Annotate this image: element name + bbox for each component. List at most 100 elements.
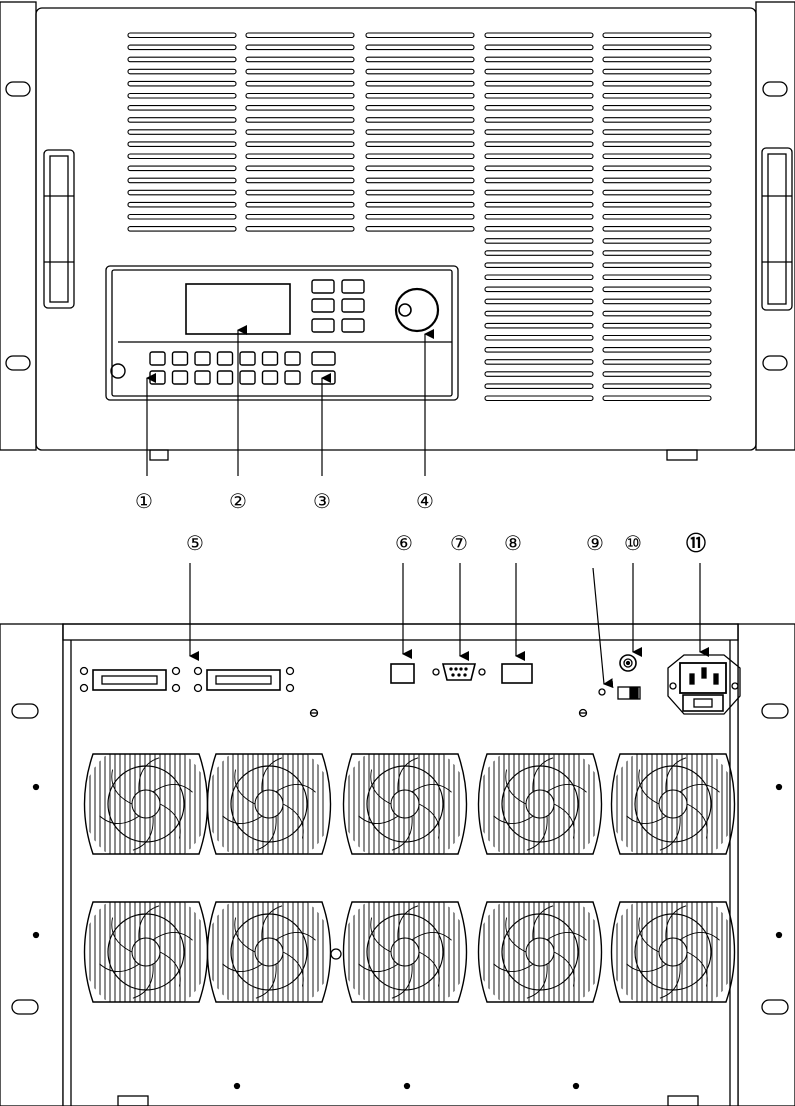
vent-slot: [245, 153, 355, 160]
vent-slot: [484, 141, 594, 147]
vent-slot: [602, 201, 712, 208]
callout-3: ③: [313, 489, 331, 513]
vent-slot: [484, 213, 594, 220]
vent-slot: [602, 189, 712, 196]
vent-slot: [127, 177, 237, 184]
vent-slot: [365, 201, 475, 208]
key[interactable]: [171, 351, 189, 366]
vent-slot: [127, 213, 237, 220]
vent-slot: [602, 371, 712, 377]
rear-left-top-slot: [11, 703, 39, 719]
rear-view: [0, 623, 795, 1106]
key[interactable]: [239, 370, 256, 385]
voltage-selector-switch[interactable]: [617, 686, 641, 700]
rear-callout-leaders: [189, 563, 709, 689]
function-keypad: [311, 279, 365, 333]
key[interactable]: [341, 279, 365, 294]
vent-slot: [602, 177, 712, 184]
rs232-port[interactable]: [432, 663, 486, 681]
vent-slot: [484, 201, 594, 208]
key[interactable]: [284, 351, 301, 366]
key[interactable]: [311, 318, 335, 333]
vent-slot: [484, 129, 594, 135]
vent-slot: [484, 32, 594, 39]
front-right-handle: [761, 147, 793, 311]
vent-slot: [484, 310, 594, 317]
callout-8: ⑧: [504, 531, 522, 555]
vent-slot: [365, 189, 475, 196]
parallel-connector-right[interactable]: [193, 666, 295, 693]
vent-slot: [127, 129, 237, 135]
ac-power-inlet[interactable]: [667, 654, 741, 715]
rear-screw: [32, 783, 40, 791]
vent-slot: [484, 165, 594, 172]
vent-slot: [602, 153, 712, 160]
vent-slot: [365, 44, 475, 51]
key[interactable]: [311, 351, 336, 366]
front-callout-leaders: [146, 325, 434, 476]
power-button[interactable]: [110, 363, 126, 379]
usb-port[interactable]: [390, 663, 415, 684]
vent-slot: [365, 68, 475, 75]
vent-slot: [602, 334, 712, 341]
cooling-fan: [206, 753, 332, 855]
vent-slot: [484, 105, 594, 111]
vent-slot: [365, 141, 475, 147]
key[interactable]: [284, 370, 301, 385]
vent-slot: [602, 238, 712, 244]
cooling-fan: [83, 753, 209, 855]
vent-slot: [365, 92, 475, 99]
key[interactable]: [216, 351, 234, 366]
trigger-bnc[interactable]: [619, 654, 637, 672]
key[interactable]: [261, 370, 279, 385]
key[interactable]: [311, 298, 335, 313]
vent-slot: [602, 250, 712, 256]
key[interactable]: [194, 370, 211, 385]
callout-5: ⑤: [186, 531, 204, 555]
vent-slot: [484, 262, 594, 268]
lan-port[interactable]: [501, 663, 533, 684]
rear-left-bottom-slot: [11, 999, 39, 1015]
callout-1: ①: [135, 489, 153, 513]
key[interactable]: [239, 351, 256, 366]
key[interactable]: [194, 351, 211, 366]
vent-slot: [484, 286, 594, 293]
vent-slot: [245, 226, 355, 232]
key[interactable]: [311, 279, 335, 294]
key[interactable]: [341, 298, 365, 313]
key[interactable]: [341, 318, 365, 333]
vent-slot: [245, 105, 355, 111]
rear-top-rail: [62, 623, 739, 641]
vent-slot: [245, 117, 355, 123]
vent-slot: [602, 347, 712, 353]
key[interactable]: [311, 370, 336, 385]
vent-slot: [127, 92, 237, 99]
rear-foot-left: [117, 1095, 149, 1106]
vent-slot: [245, 32, 355, 39]
vent-slot: [365, 80, 475, 87]
numeric-keypad: [149, 351, 336, 385]
rotary-knob[interactable]: [394, 287, 440, 333]
rear-foot-right: [667, 1095, 699, 1106]
front-right-handle-inner: [767, 153, 787, 305]
key[interactable]: [171, 370, 189, 385]
vent-slot: [245, 92, 355, 99]
vent-slot: [602, 165, 712, 172]
vent-slot: [245, 129, 355, 135]
key[interactable]: [216, 370, 234, 385]
rear-right-rack-ear: [737, 623, 795, 1106]
parallel-connector-left[interactable]: [79, 666, 181, 693]
rear-screw: [32, 931, 40, 939]
vent-slot: [245, 44, 355, 51]
key[interactable]: [149, 351, 166, 366]
vent-slot: [484, 226, 594, 232]
vent-slot: [602, 32, 712, 39]
vent-slot: [365, 226, 475, 232]
vent-slot: [365, 129, 475, 135]
front-left-top-slot: [5, 81, 31, 97]
rear-right-bottom-slot: [761, 999, 789, 1015]
vent-slot: [484, 395, 594, 402]
vent-slot: [127, 44, 237, 51]
vent-slot: [602, 395, 712, 402]
key[interactable]: [261, 351, 279, 366]
